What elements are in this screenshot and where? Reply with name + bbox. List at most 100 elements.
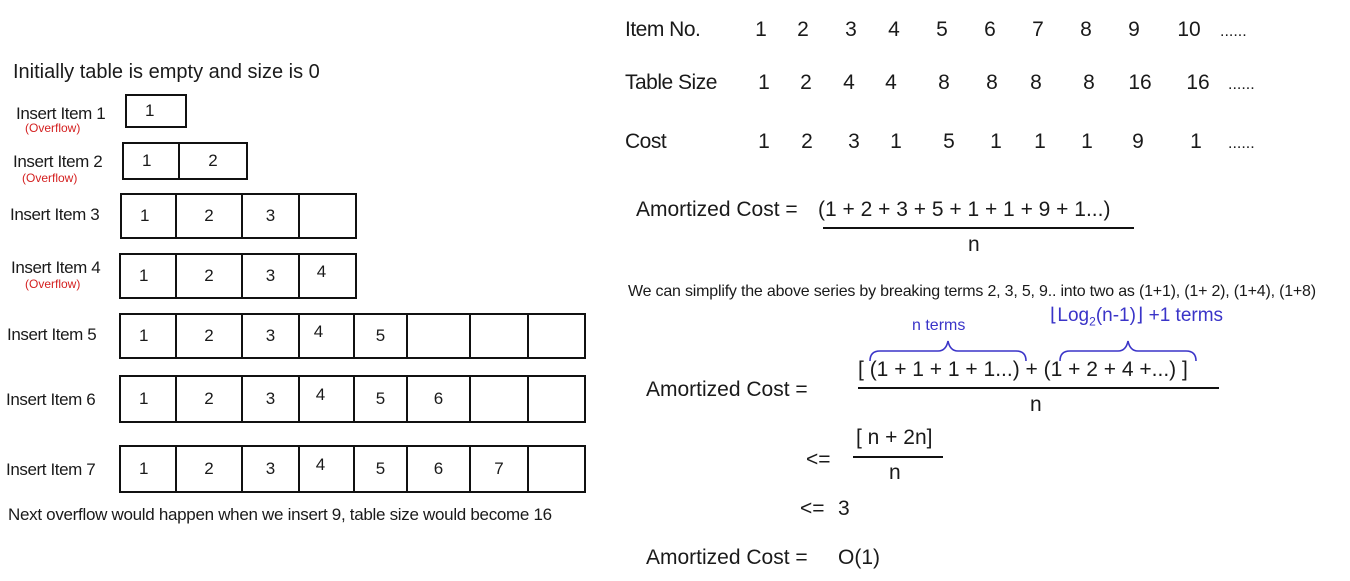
table-cell: 2 <box>177 255 243 297</box>
log-terms-label: ⌊Log2(n-1)⌋ +1 terms <box>1050 304 1223 328</box>
table-cell: 1 <box>121 315 177 357</box>
insert-item-label: Insert Item 6 <box>6 390 96 409</box>
row-value: 1 <box>755 18 767 41</box>
open-bracket: [ <box>858 358 864 381</box>
row-value: 3 <box>845 18 857 41</box>
continuation-dots: ...... <box>1220 23 1247 41</box>
close-bracket: ] <box>1182 358 1188 381</box>
hash-table-array: 1 <box>125 94 187 128</box>
table-cell: 3 <box>243 255 300 297</box>
cell-value: 3 <box>265 389 276 408</box>
table-cell: 2 <box>177 315 243 357</box>
cell-value: 1 <box>139 266 149 285</box>
cell-value: 1 <box>140 206 150 225</box>
row-value: 10 <box>1177 18 1201 41</box>
series-group-1: (1 + 1 + 1 + 1...) <box>869 358 1020 381</box>
insert-item-label: Insert Item 5 <box>7 325 97 344</box>
table-cell: 1 <box>127 96 185 126</box>
overflow-label: (Overflow) <box>25 277 81 291</box>
cell-value: 2 <box>204 206 214 225</box>
row-value: 5 <box>936 18 948 41</box>
formula2-denominator: n <box>1030 393 1042 416</box>
cell-value: 5 <box>375 389 386 408</box>
row-value: 4 <box>843 71 855 94</box>
cell-value: 2 <box>204 459 214 478</box>
formula4-op: <= <box>800 497 825 520</box>
table-cell: 3 <box>243 447 300 491</box>
plus-sign: + <box>1025 358 1038 381</box>
series-group-2: (1 + 2 + 4 +...) <box>1043 358 1177 381</box>
row-value: 9 <box>1128 18 1140 41</box>
overflow-label: (Overflow) <box>22 171 78 185</box>
row-value: 1 <box>758 130 770 153</box>
brace-icon-left <box>869 340 1027 362</box>
row-value: 1 <box>758 71 770 94</box>
cell-value: 2 <box>204 266 214 285</box>
hash-table-array: 1 2 3 4 5 6 <box>119 375 586 423</box>
formula1-fraction-bar <box>823 227 1134 229</box>
formula2-numerator: [ (1 + 1 + 1 + 1...) + (1 + 2 + 4 +...) … <box>858 358 1188 382</box>
explanation-text: We can simplify the above series by brea… <box>628 283 1316 300</box>
table-cell <box>300 195 355 237</box>
insert-item-label: Insert Item 3 <box>10 205 100 224</box>
brace-icon-right <box>1059 340 1197 362</box>
formula3-denominator: n <box>889 461 901 484</box>
row-label: Table Size <box>625 71 717 94</box>
formula3-op: <= <box>806 448 831 471</box>
table-cell: 2 <box>177 447 243 491</box>
formula1-lhs: Amortized Cost = <box>636 198 798 221</box>
table-cell: 4 <box>300 315 355 357</box>
row-value: 6 <box>984 18 996 41</box>
insert-item-label: Insert Item 2 <box>13 152 103 171</box>
formula1-denominator: n <box>968 233 980 256</box>
row-value: 4 <box>885 71 897 94</box>
hash-table-array: 1 2 3 <box>120 193 357 239</box>
cell-value: 1 <box>139 326 149 345</box>
table-cell: 1 <box>124 144 180 178</box>
cell-value: 2 <box>204 389 214 408</box>
table-cell: 4 <box>300 255 355 297</box>
insert-item-label: Insert Item 7 <box>6 460 96 479</box>
cell-value: 2 <box>208 151 218 170</box>
overflow-note: Next overflow would happen when we inser… <box>8 505 552 524</box>
cell-value: 1 <box>142 151 152 170</box>
cell-value: 6 <box>433 459 444 478</box>
table-cell: 6 <box>408 377 471 421</box>
table-cell <box>529 315 584 357</box>
row-value: 1 <box>1190 130 1202 153</box>
table-cell: 2 <box>177 195 243 237</box>
table-cell <box>471 315 529 357</box>
table-cell: 5 <box>355 447 408 491</box>
table-cell: 5 <box>355 315 408 357</box>
cell-value: 3 <box>265 459 276 478</box>
cell-value: 4 <box>315 385 326 404</box>
row-value: 8 <box>1080 18 1092 41</box>
row-value: 8 <box>938 71 950 94</box>
insert-item-label: Insert Item 4 <box>11 258 101 277</box>
row-value: 1 <box>1081 130 1093 153</box>
row-value: 2 <box>801 130 813 153</box>
formula1-numerator: (1 + 2 + 3 + 5 + 1 + 1 + 9 + 1...) <box>818 198 1111 221</box>
row-value: 7 <box>1032 18 1044 41</box>
continuation-dots: ...... <box>1228 135 1255 153</box>
cell-value: 5 <box>375 326 386 345</box>
formula4-value: 3 <box>838 497 850 520</box>
table-cell: 3 <box>243 195 300 237</box>
cell-value: 3 <box>265 206 276 225</box>
row-value: 5 <box>943 130 955 153</box>
insert-item-label: Insert Item 1 <box>16 104 106 123</box>
cell-value: 1 <box>139 459 149 478</box>
row-value: 2 <box>797 18 809 41</box>
cell-value: 4 <box>313 322 324 341</box>
cell-value: 1 <box>145 101 155 120</box>
row-value: 4 <box>888 18 900 41</box>
table-cell: 4 <box>300 447 355 491</box>
cell-value: 3 <box>265 266 276 285</box>
cell-value: 1 <box>139 389 149 408</box>
row-label: Cost <box>625 130 667 153</box>
row-value: 16 <box>1186 71 1210 94</box>
table-cell: 1 <box>122 195 177 237</box>
table-cell: 3 <box>243 315 300 357</box>
